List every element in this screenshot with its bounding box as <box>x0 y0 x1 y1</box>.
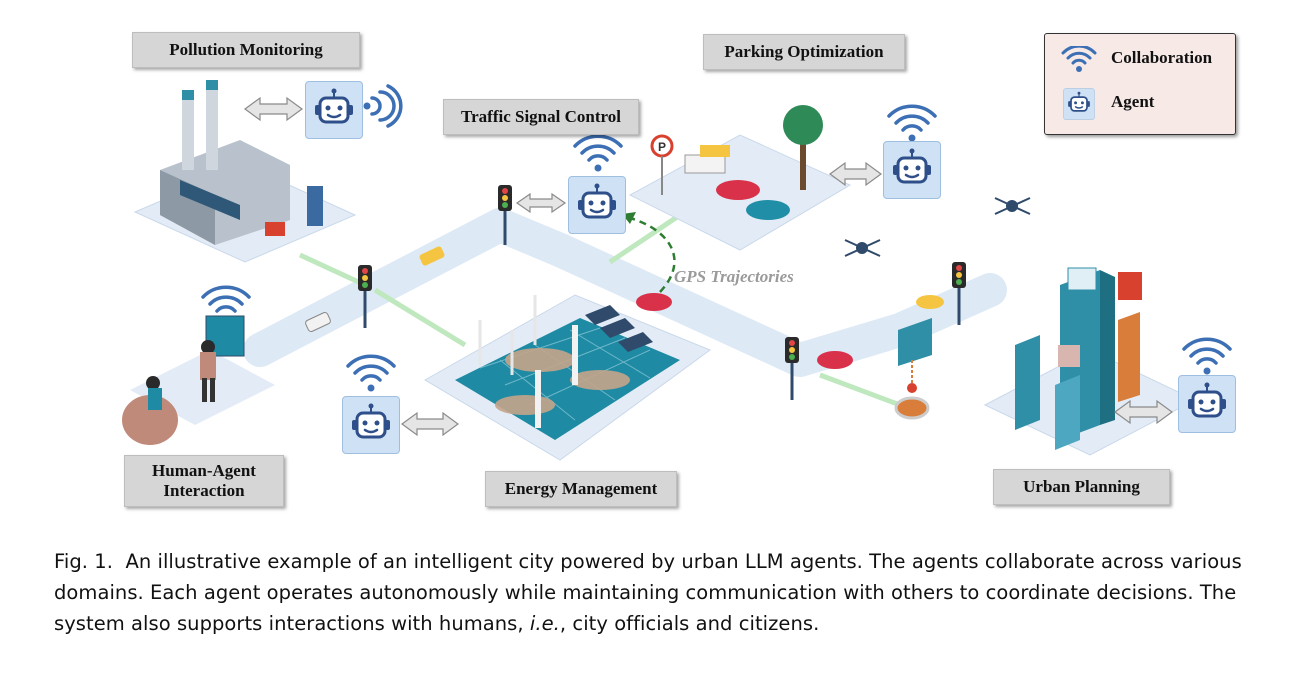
double-arrow-icon <box>400 411 460 437</box>
wifi-collaboration-icon <box>1061 46 1097 72</box>
label-human-line2: Interaction <box>163 481 245 500</box>
parking-platform: P <box>628 105 852 251</box>
legend-collaboration-row <box>1059 46 1099 78</box>
drones <box>844 197 1031 257</box>
label-energy-management: Energy Management <box>485 471 677 507</box>
green-paths <box>298 212 901 408</box>
double-arrow-icon <box>515 192 567 214</box>
traffic-light-icon <box>358 265 372 328</box>
label-human-agent-interaction: Human-Agent Interaction <box>124 455 284 507</box>
legend-agent-label: Agent <box>1111 92 1155 111</box>
urban-platform <box>983 267 1197 456</box>
robot-agent-icon <box>578 183 616 219</box>
human-platform <box>122 315 275 445</box>
label-parking-optimization: Parking Optimization <box>703 34 905 70</box>
wifi-collaboration-icon <box>1182 337 1232 365</box>
road-network <box>243 208 1007 377</box>
caption-ie: i.e. <box>529 612 560 635</box>
robot-agent-icon <box>893 148 931 184</box>
robot-agent-icon <box>1188 382 1226 418</box>
caption-prefix: Fig. 1. <box>54 550 113 573</box>
traffic-agent <box>568 176 626 234</box>
wifi-collaboration-icon <box>887 104 937 132</box>
gps-trajectories-label: GPS Trajectories <box>674 267 794 286</box>
wifi-collaboration-icon <box>201 285 251 313</box>
legend-collaboration-label: Collaboration <box>1111 48 1213 67</box>
traffic-light-icon <box>785 337 799 400</box>
caption-main: An illustrative example of an intelligen… <box>54 550 1242 635</box>
wifi-collaboration-icon <box>346 354 396 382</box>
wifi-collaboration-icon <box>370 84 403 128</box>
vehicles <box>305 246 944 369</box>
double-arrow-icon <box>243 96 304 122</box>
parking-agent <box>883 141 941 199</box>
traffic-light-icon <box>498 185 512 245</box>
robot-agent-icon <box>315 88 353 124</box>
energy-agent <box>342 396 400 454</box>
legend-agent-row <box>1063 88 1095 120</box>
legend: Collaboration Agent <box>1044 33 1236 135</box>
factory-platform <box>133 80 357 263</box>
double-arrow-icon <box>1113 399 1174 425</box>
double-arrow-icon <box>828 161 883 187</box>
urban-agent <box>1178 375 1236 433</box>
svg-text:P: P <box>658 140 666 154</box>
traffic-light-icon <box>952 262 966 325</box>
label-pollution-monitoring: Pollution Monitoring <box>132 32 360 68</box>
caption-end: , city officials and citizens. <box>559 612 820 635</box>
wifi-collaboration-icon <box>573 134 623 162</box>
label-human-line1: Human-Agent <box>152 461 256 480</box>
charger-station <box>894 318 932 420</box>
figure-caption: Fig. 1. An illustrative example of an in… <box>54 546 1254 639</box>
label-traffic-signal-control: Traffic Signal Control <box>443 99 639 135</box>
robot-agent-icon <box>1063 88 1095 120</box>
pollution-agent <box>305 81 363 139</box>
energy-platform <box>424 294 712 461</box>
city-scene: P <box>122 80 1232 461</box>
label-urban-planning: Urban Planning <box>993 469 1170 505</box>
robot-agent-icon <box>352 403 390 439</box>
